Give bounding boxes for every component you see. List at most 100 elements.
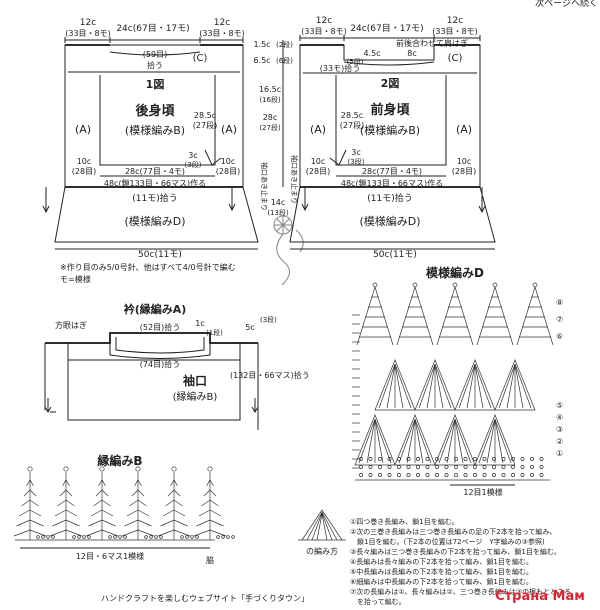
pattern-d-triangle bbox=[494, 359, 536, 411]
pattern-d-mid-motif bbox=[474, 414, 516, 466]
pattern-d-chain bbox=[454, 465, 458, 469]
pattern-d-chain bbox=[435, 465, 439, 469]
legend-item-9: を拾って編む。 bbox=[350, 597, 406, 606]
pattern-d-chain bbox=[511, 465, 515, 469]
footer-text: ハンドクラフトを楽しむウェブサイト「手づくりタウン」 bbox=[101, 593, 309, 603]
center-dimensions: 1.5c (2段) 6.5c (6段) 16.5c (16段) 28c (27段… bbox=[253, 40, 299, 217]
back-dec-3c: 3c bbox=[188, 151, 198, 160]
pattern-d-chain bbox=[539, 457, 544, 461]
pattern-d-ray bbox=[386, 363, 396, 409]
opening-left: 袖口あき止まり bbox=[260, 162, 269, 211]
pattern-d-mid-motif bbox=[434, 414, 476, 466]
back-pick-label: 拾う bbox=[147, 60, 163, 70]
pattern-d-chain bbox=[425, 473, 430, 477]
pattern-d-triangle bbox=[354, 414, 396, 466]
pattern-d-ray bbox=[358, 418, 376, 464]
pattern-d-ray bbox=[478, 418, 496, 464]
edge-b-picot bbox=[99, 466, 105, 472]
pattern-d-chain bbox=[463, 473, 468, 477]
edge-b-branch bbox=[49, 529, 83, 537]
pattern-d-chain bbox=[463, 457, 468, 461]
pattern-d-chain bbox=[359, 465, 363, 469]
pattern-d-chain bbox=[511, 457, 515, 461]
collar-1c-sub: (1段) bbox=[206, 328, 223, 337]
pattern-d-mid-motif bbox=[454, 359, 496, 411]
back-shoulder-right: 12c bbox=[214, 18, 230, 28]
pattern-d-ray bbox=[414, 418, 424, 464]
edge-b-branch bbox=[62, 479, 70, 487]
pattern-d-top-motif bbox=[436, 282, 474, 346]
pattern-d-ray bbox=[398, 418, 416, 464]
edge-b-chain bbox=[185, 535, 189, 539]
pattern-d-mid-motif bbox=[414, 359, 456, 411]
edge-b-picot bbox=[27, 466, 33, 472]
back-a-left: (A) bbox=[75, 123, 91, 136]
edge-b-motif bbox=[13, 466, 55, 540]
edge-b-branch bbox=[193, 529, 227, 537]
front-a-right: (A) bbox=[456, 123, 472, 136]
edge-b-chain bbox=[87, 535, 91, 539]
front-a-left: (A) bbox=[310, 123, 326, 136]
pattern-d-chain bbox=[397, 473, 401, 477]
pattern-d-triangle bbox=[414, 359, 456, 411]
collar-pick-74: (74目)拾う bbox=[140, 359, 180, 369]
pattern-d-ray bbox=[454, 418, 464, 464]
pattern-d-ray bbox=[406, 418, 416, 464]
front-shoulder-left: 12c bbox=[316, 16, 332, 26]
back-width-48: 48c(鎖133目・66マス)作る bbox=[104, 178, 206, 188]
pattern-d-chain bbox=[454, 457, 458, 461]
back-pick-11: (11モ)拾う bbox=[132, 192, 177, 204]
pattern-d-chain bbox=[406, 457, 411, 461]
back-d-label: (模様編みD) bbox=[124, 214, 185, 228]
back-c-label: (C) bbox=[193, 53, 208, 64]
legend-item-7: ⑥細編みは中長編みの下2本を拾って編み、鎖1目を編む。 bbox=[350, 577, 533, 586]
back-shoulder-left: 12c bbox=[80, 18, 96, 28]
back-title: 1図 bbox=[146, 77, 165, 91]
pattern-d-chain bbox=[501, 465, 506, 469]
back-side-10c-r: 10c bbox=[221, 157, 236, 166]
continue-note: 次ページへ続く bbox=[535, 0, 598, 9]
edge-b-branch bbox=[13, 529, 47, 537]
pattern-d-chain bbox=[530, 457, 534, 461]
pattern-d-chain bbox=[368, 457, 373, 461]
pattern-d-chain bbox=[463, 465, 468, 469]
pattern-d-ray bbox=[394, 363, 404, 409]
edge-b-picot bbox=[171, 466, 177, 472]
front-neck-side: 8c bbox=[407, 49, 417, 58]
edge-b-branch bbox=[167, 489, 181, 497]
edge-b-branch bbox=[165, 499, 183, 507]
edge-b-chain bbox=[113, 535, 117, 539]
edge-b-chain bbox=[36, 535, 40, 539]
back-neck: 24c(67目・17モ) bbox=[116, 23, 189, 34]
pattern-d-chain bbox=[539, 465, 544, 469]
legend-item-8: ⑦次の長編みは①、長々編みは②、三つ巻き長編みは③の根もとところ bbox=[350, 587, 571, 596]
cuff-sub: (縁編みB) bbox=[173, 390, 218, 403]
pattern-d-chain bbox=[368, 473, 373, 477]
pattern-d-chain bbox=[520, 457, 525, 461]
pattern-d-top-picot bbox=[372, 282, 378, 288]
dim-1-5c: 1.5c bbox=[253, 40, 270, 49]
cuff-title: 袖口 bbox=[183, 373, 207, 388]
pattern-d-triangle bbox=[374, 359, 416, 411]
pattern-d-chain bbox=[397, 457, 401, 461]
front-pattern: (模様編みB) bbox=[360, 123, 420, 137]
row-7: ⑦ bbox=[556, 315, 563, 324]
pattern-d-ray bbox=[454, 418, 472, 464]
pattern-d-top-fan bbox=[436, 285, 474, 346]
edge-b-motif bbox=[49, 466, 91, 540]
front-width-48: 48c(鎖133目・66マス)作る bbox=[341, 178, 443, 188]
legend-caption: の編み方 bbox=[306, 546, 338, 556]
dim-6-5c: 6.5c bbox=[253, 56, 270, 65]
dim-16-5c-sub: (16段) bbox=[259, 95, 281, 104]
edge-b-branch bbox=[126, 509, 150, 517]
pattern-d-top-fan bbox=[476, 285, 514, 346]
dim-14c: 14c bbox=[271, 198, 286, 207]
edge-b-branch bbox=[88, 519, 116, 527]
front-dec-3c: 3c bbox=[351, 148, 361, 157]
row-8: ⑧ bbox=[556, 298, 563, 307]
edge-b-branch bbox=[157, 529, 191, 537]
front-side-10c-sub-r: (28目) bbox=[452, 167, 476, 176]
pattern-d-chain bbox=[425, 465, 430, 469]
front-neck-pick: (33モ)拾う bbox=[320, 63, 360, 73]
